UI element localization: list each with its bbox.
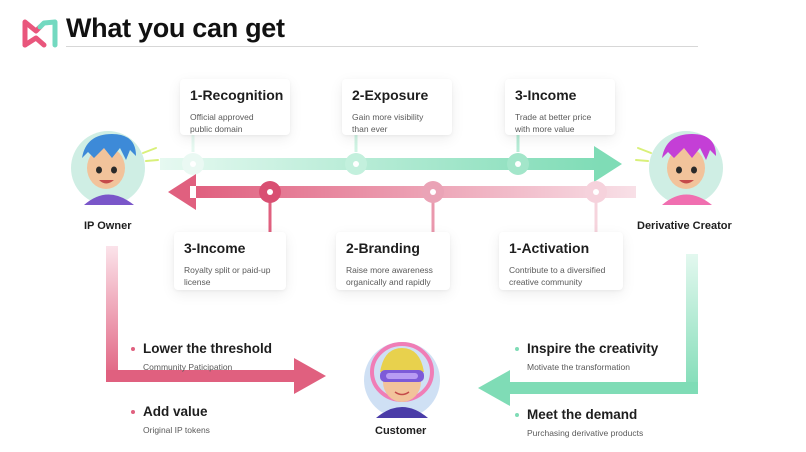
bottom-card-activation-description: Contribute to a diversified creative com… [509, 265, 606, 287]
top-flow-arrow-shaft [160, 158, 600, 170]
benefit-lower-threshold-heading: Lower the threshold [131, 341, 273, 356]
benefit-add-value: Add value Original IP tokens [131, 404, 210, 435]
brand-logo-icon [22, 19, 58, 48]
bullet-icon [515, 413, 519, 417]
derivative-creator-avatar-icon [635, 131, 723, 205]
customer-avatar-icon [364, 342, 440, 418]
bottom-node-2-dot [430, 189, 436, 195]
customer-label: Customer [375, 425, 427, 437]
derivative-creator-label: Derivative Creator [637, 220, 732, 232]
top-card-recognition: 1-Recognition Official approved public d… [180, 79, 290, 135]
bullet-icon [515, 347, 519, 351]
benefit-lower-threshold-description: Community Paticipation [143, 362, 233, 372]
benefit-inspire-creativity-heading: Inspire the creativity [515, 341, 659, 356]
bottom-card-branding: 2-Branding Raise more awareness organica… [336, 232, 450, 290]
bottom-card-income-description: Royalty split or paid-up license [184, 265, 271, 287]
ip-owner-avatar-icon [71, 131, 159, 205]
top-card-recognition-heading: 1-Recognition [190, 87, 284, 103]
page-title: What you can get [66, 13, 285, 43]
benefit-lower-threshold-text: Lower the threshold [143, 341, 273, 356]
bullet-icon [131, 410, 135, 414]
top-card-exposure: 2-Exposure Gain more visibility than eve… [342, 79, 452, 135]
bottom-card-activation: 1-Activation Contribute to a diversified… [499, 232, 623, 290]
top-card-exposure-description: Gain more visibility than ever [352, 112, 424, 134]
benefit-inspire-creativity-text: Inspire the creativity [527, 341, 659, 356]
bottom-card-activation-heading: 1-Activation [509, 240, 590, 256]
top-card-income: 3-Income Trade at better price with more… [505, 79, 615, 135]
top-card-income-description: Trade at better price with more value [515, 112, 592, 134]
benefit-inspire-creativity: Inspire the creativity Motivate the tran… [515, 341, 659, 372]
top-card-recognition-description: Official approved public domain [190, 112, 254, 134]
header: What you can get [0, 0, 806, 52]
benefit-meet-demand-heading: Meet the demand [515, 407, 643, 422]
benefit-lower-threshold: Lower the threshold Community Paticipati… [131, 341, 273, 372]
top-node-3-dot [515, 161, 521, 167]
top-flow-arrowhead [594, 146, 622, 182]
bottom-flow-arrowhead [168, 174, 196, 210]
benefit-add-value-text: Add value [143, 404, 208, 419]
bullet-icon [131, 347, 135, 351]
top-card-income-heading: 3-Income [515, 87, 577, 103]
top-card-exposure-heading: 2-Exposure [352, 87, 429, 103]
benefit-inspire-creativity-description: Motivate the transformation [527, 362, 630, 372]
bottom-flow-arrow-shaft [196, 186, 636, 198]
right-path-arrowhead [478, 370, 510, 406]
benefit-meet-demand-description: Purchasing derivative products [527, 428, 644, 438]
benefit-meet-demand-text: Meet the demand [527, 407, 638, 422]
left-path-arrowhead [294, 358, 326, 394]
benefit-meet-demand: Meet the demand Purchasing derivative pr… [515, 407, 644, 438]
right-path-vertical [686, 254, 698, 394]
benefit-add-value-heading: Add value [131, 404, 210, 419]
benefit-add-value-description: Original IP tokens [143, 425, 210, 435]
bottom-card-branding-description: Raise more awareness organically and rap… [346, 265, 433, 287]
top-node-1-dot [190, 161, 196, 167]
bottom-card-income-heading: 3-Income [184, 240, 246, 256]
left-path-horizontal [106, 370, 298, 382]
bottom-card-branding-heading: 2-Branding [346, 240, 420, 256]
title-divider [66, 46, 698, 47]
bottom-node-3-dot [593, 189, 599, 195]
bottom-node-1-dot [267, 189, 273, 195]
right-path-horizontal [506, 382, 698, 394]
bottom-card-income: 3-Income Royalty split or paid-up licens… [174, 232, 286, 290]
left-path-vertical [106, 246, 118, 382]
ip-owner-label: IP Owner [84, 220, 132, 232]
top-node-2-dot [353, 161, 359, 167]
